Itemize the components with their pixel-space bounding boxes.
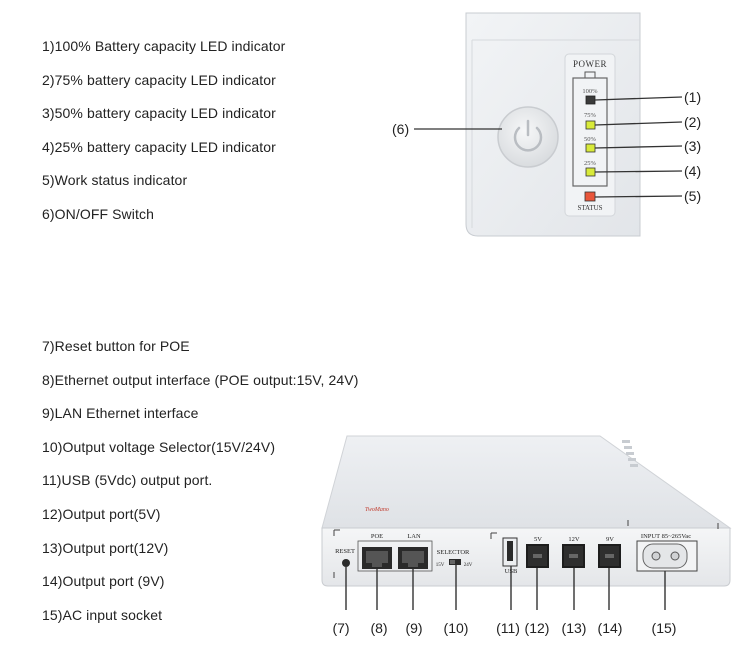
dc-port-5v[interactable] [526, 544, 549, 568]
callout-lines-bottom [345, 565, 666, 610]
led-label-50: 50% [584, 136, 597, 143]
led-status [584, 191, 596, 202]
callout-13: (13) [561, 620, 587, 636]
reset-button[interactable] [342, 559, 350, 567]
port-9v-label: 9V [606, 536, 614, 543]
port-5v-label: 5V [534, 536, 542, 543]
poe-ethernet-port[interactable] [362, 547, 392, 569]
led-50 [585, 143, 596, 153]
power-switch[interactable] [497, 106, 559, 168]
led-label-75: 75% [584, 112, 597, 119]
callout-6: (6) [392, 121, 410, 137]
reset-label: RESET [335, 548, 355, 555]
legend-item-5: 5)Work status indicator [42, 172, 188, 188]
legend-item-15: 15)AC input socket [42, 607, 163, 623]
legend-item-10: 10)Output voltage Selector(15V/24V) [42, 439, 276, 455]
status-label: STATUS [577, 204, 602, 212]
callout-15: (15) [651, 620, 677, 636]
led-25 [585, 167, 596, 177]
selector-24v-label: 24V [464, 563, 473, 568]
port-12v-label: 12V [568, 536, 580, 543]
legend-item-12: 12)Output port(5V) [42, 506, 161, 522]
callout-3: (3) [684, 138, 702, 154]
lan-label: LAN [407, 533, 421, 540]
dc-port-9v[interactable] [598, 544, 621, 568]
led-label-100: 100% [582, 88, 598, 95]
power-icon [513, 119, 543, 152]
legend-item-9: 9)LAN Ethernet interface [42, 405, 199, 421]
led-100 [585, 95, 596, 105]
callout-14: (14) [597, 620, 623, 636]
legend-item-7: 7)Reset button for POE [42, 338, 190, 354]
power-label: POWER [573, 59, 607, 69]
callout-lines-top [414, 96, 683, 198]
led-75 [585, 120, 596, 130]
poe-lan-box [357, 540, 433, 572]
callout-11: (11) [496, 620, 520, 636]
usb-port[interactable] [502, 537, 518, 567]
selector-label: SELECTOR [437, 549, 470, 556]
callout-1: (1) [684, 89, 702, 105]
legend-item-1: 1)100% Battery capacity LED indicator [42, 38, 286, 54]
input-label: INPUT 85~265Vac [641, 533, 691, 540]
selector-15v-label: 15V [436, 563, 445, 568]
callout-10: (10) [443, 620, 469, 636]
legend-item-2: 2)75% battery capacity LED indicator [42, 72, 276, 88]
led-label-25: 25% [584, 160, 597, 167]
callout-8: (8) [370, 620, 388, 636]
legend-item-13: 13)Output port(12V) [42, 540, 169, 556]
svg-text:TwoMano: TwoMano [365, 507, 389, 513]
ac-input-socket[interactable] [636, 540, 698, 572]
dc-port-12v[interactable] [562, 544, 585, 568]
legend-item-11: 11)USB (5Vdc) output port. [42, 472, 213, 488]
legend-item-14: 14)Output port (9V) [42, 573, 165, 589]
voltage-selector-switch[interactable] [449, 559, 461, 565]
callout-4: (4) [684, 163, 702, 179]
legend-item-3: 3)50% battery capacity LED indicator [42, 105, 276, 121]
lan-ethernet-port[interactable] [398, 547, 428, 569]
callout-9: (9) [405, 620, 423, 636]
legend-item-6: 6)ON/OFF Switch [42, 206, 154, 222]
callout-2: (2) [684, 114, 702, 130]
battery-icon [572, 71, 608, 187]
callout-7: (7) [332, 620, 350, 636]
callout-12: (12) [524, 620, 550, 636]
poe-label: POE [371, 533, 383, 540]
legend-item-4: 4)25% battery capacity LED indicator [42, 139, 276, 155]
callout-5: (5) [684, 188, 702, 204]
legend-item-8: 8)Ethernet output interface (POE output:… [42, 372, 359, 388]
